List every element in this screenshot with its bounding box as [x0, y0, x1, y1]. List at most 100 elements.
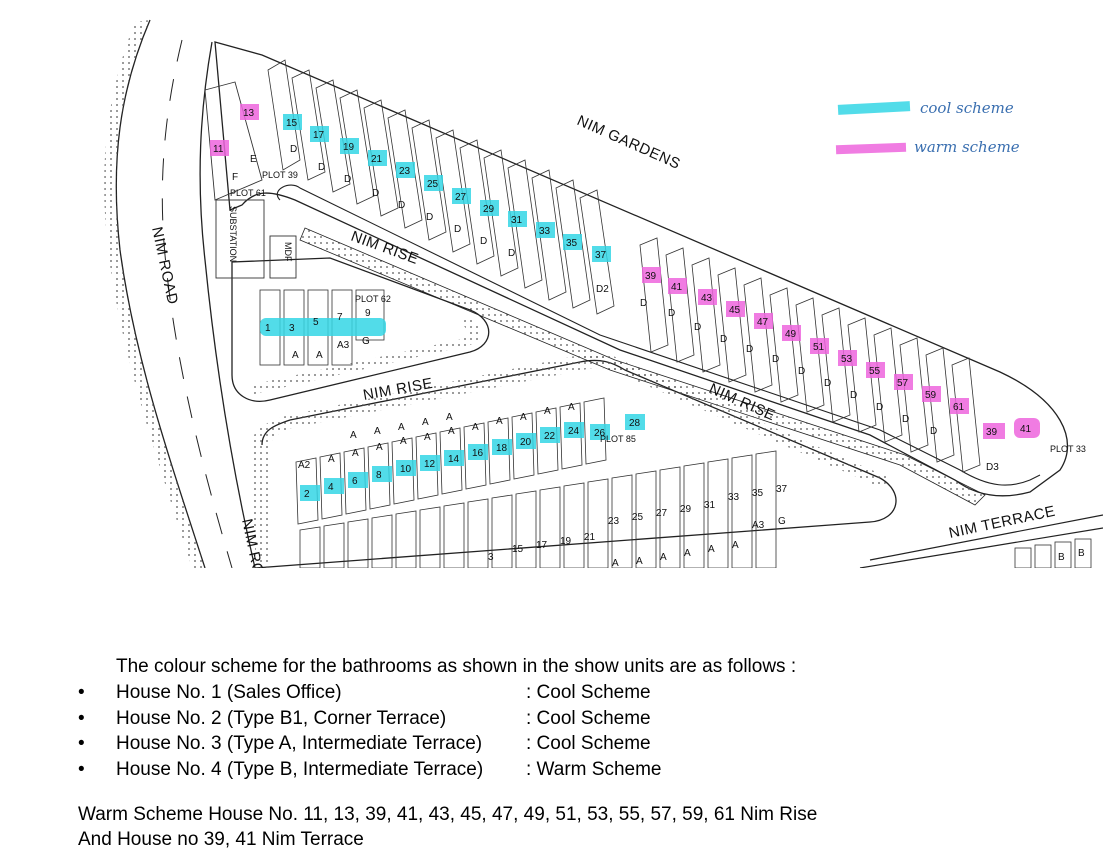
unit-number-labels: 1517192123252729313335371311394143454749… [213, 108, 1032, 563]
unit-number-cool: 6 [352, 476, 358, 487]
unit-type-letter: D2 [596, 284, 609, 295]
unit-type-letter: A [446, 412, 453, 423]
unit-type-letter: D [720, 334, 727, 345]
unit-type-letter: D [454, 224, 461, 235]
unit-type-letter: A [292, 350, 299, 361]
unit-number-cool: 23 [399, 166, 411, 177]
show-unit-house: House No. 3 (Type A, Intermediate Terrac… [116, 733, 483, 754]
unit-number-cool: 20 [520, 437, 532, 448]
nim-road-centerline [161, 39, 233, 568]
unit-type-letter: D [746, 344, 753, 355]
unit-number-cool: 27 [455, 192, 467, 203]
substation-label: SUBSTATION [228, 206, 238, 262]
unit-number-warm: 57 [897, 378, 909, 389]
unit-number-cool: 22 [544, 431, 556, 442]
show-unit-house: House No. 1 (Sales Office) [116, 682, 342, 703]
unit-type-letter: G [778, 516, 786, 527]
unit-number-warm: 45 [729, 305, 741, 316]
bullet-icon: • [78, 682, 85, 703]
unit-number: 31 [704, 500, 716, 511]
unit-number-cool: 19 [343, 142, 355, 153]
mdf-label: MDF [283, 242, 293, 262]
unit-type-letter: A [424, 432, 431, 443]
unit-number-cool: 15 [286, 118, 298, 129]
unit-number: 33 [728, 492, 740, 503]
unit-type-letter: D [850, 390, 857, 401]
inner-block-verge [250, 318, 482, 395]
unit-type-letter: A [422, 417, 429, 428]
unit-number-cool: 2 [304, 489, 310, 500]
east-block-houses [639, 237, 981, 473]
unit-number-warm: 55 [869, 366, 881, 377]
unit-number-warm: 11 [213, 144, 224, 155]
unit-type-letter: A [350, 430, 357, 441]
plot-tag: PLOT 33 [1050, 444, 1086, 454]
unit-type-letter: D [290, 144, 297, 155]
unit-type-letter: A [328, 454, 335, 465]
unit-type-letter: D [930, 426, 937, 437]
terrace-houses [1014, 538, 1092, 568]
notes-intro: The colour scheme for the bathrooms as s… [116, 656, 797, 677]
unit-number-cool: 37 [595, 250, 607, 261]
unit-type-letter: D [426, 212, 433, 223]
bullet-icon: • [78, 733, 85, 754]
show-unit-scheme: : Cool Scheme [526, 733, 651, 754]
site-plan-map: 1517192123252729313335371311394143454749… [104, 19, 1103, 569]
unit-number: 23 [608, 516, 620, 527]
unit-number-cool: 28 [629, 418, 641, 429]
unit-type-letter: A [472, 422, 479, 433]
unit-type-letter: B [1058, 552, 1065, 563]
show-unit-scheme: : Warm Scheme [526, 758, 662, 780]
unit-number-cool: 1 [265, 323, 271, 334]
unit-number-cool: 17 [313, 130, 325, 141]
unit-type-letter: A [400, 436, 407, 447]
warm-scheme-house-list: Warm Scheme House No. 11, 13, 39, 41, 43… [78, 804, 818, 825]
unit-number-cool: 5 [313, 317, 319, 328]
unit-type-letter: A3 [337, 340, 350, 351]
unit-type-letter: A [352, 448, 359, 459]
unit-type-letter: A [398, 422, 405, 433]
north-block-outline [214, 41, 1069, 497]
unit-number-warm: 41 [1020, 424, 1032, 435]
inner-block-outline [231, 257, 490, 402]
unit-type-letter: D [344, 174, 351, 185]
cool-highlights [260, 101, 911, 501]
unit-number: 19 [560, 536, 572, 547]
unit-number-cool: 24 [568, 426, 580, 437]
northwest-corner-block [204, 81, 297, 279]
unit-type-letter: D [640, 298, 647, 309]
unit-number: 37 [776, 484, 788, 495]
unit-number-warm: 47 [757, 317, 769, 328]
unit-number-cool: 7 [337, 312, 343, 323]
north-block-houses [267, 59, 615, 315]
unit-type-letter: D [772, 354, 779, 365]
unit-number: 29 [680, 504, 692, 515]
show-unit-scheme: : Cool Scheme [526, 682, 651, 703]
unit-number-warm: 51 [813, 342, 825, 353]
unit-type-letter: A [496, 416, 503, 427]
unit-type-letter: A [376, 442, 383, 453]
unit-number-warm: 39 [645, 271, 657, 282]
legend-cool-label: cool scheme [920, 99, 1014, 117]
nim-road-verge [104, 20, 205, 568]
road-label-nim-gardens: NIM GARDENS [574, 112, 683, 173]
unit-type-letter: A [684, 548, 691, 559]
unit-type-letter: F [232, 172, 238, 183]
plot-tag: PLOT 85 [600, 434, 636, 444]
unit-type-letter: D [508, 248, 515, 259]
colour-scheme-notes: The colour scheme for the bathrooms as s… [0, 650, 1103, 860]
unit-number-cool: 14 [448, 454, 460, 465]
unit-type-letter: A3 [752, 520, 765, 531]
unit-type-letter: D [668, 308, 675, 319]
unit-type-letter: A [612, 558, 619, 569]
unit-type-letter: A [374, 426, 381, 437]
unit-number-cool: 12 [424, 459, 436, 470]
unit-type-letter: A [544, 406, 551, 417]
unit-number-cool: 4 [328, 482, 334, 493]
unit-number: 3 [488, 552, 494, 563]
bullet-icon: • [78, 758, 85, 780]
unit-type-letter: B [1078, 548, 1085, 559]
unit-number-cool: 18 [496, 443, 508, 454]
unit-type-letter: A [732, 540, 739, 551]
